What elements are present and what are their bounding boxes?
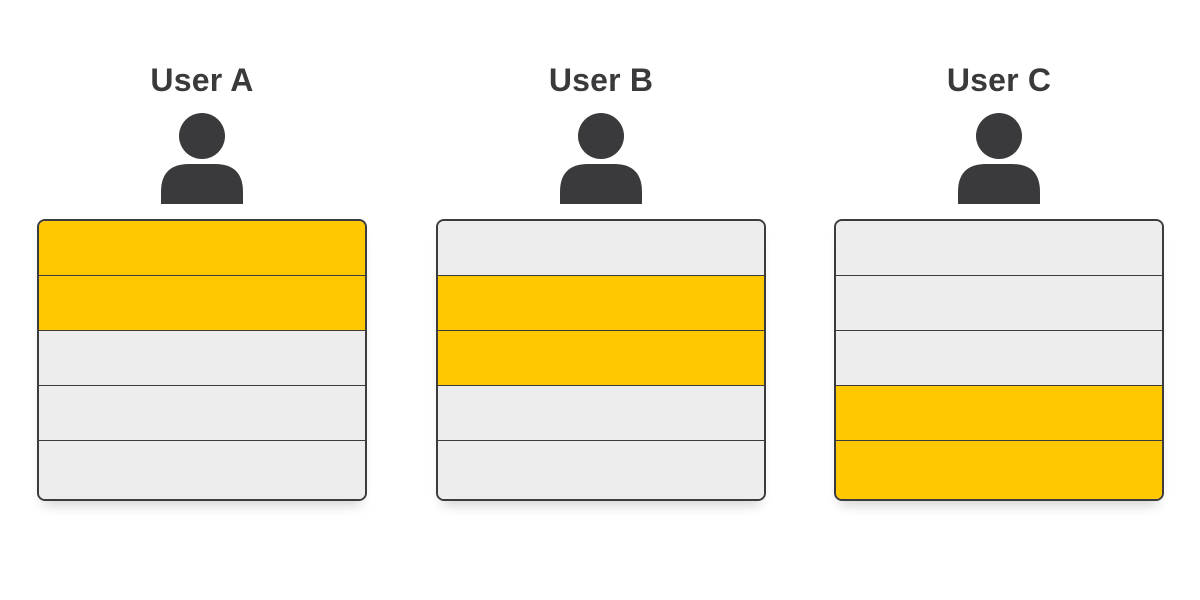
row-5: [39, 441, 365, 499]
row-3: [39, 331, 365, 386]
rows-panel: [834, 219, 1164, 501]
person-icon: [161, 113, 243, 204]
row-2: [438, 276, 764, 331]
row-2: [39, 276, 365, 331]
person-icon: [560, 113, 642, 204]
user-label: User A: [150, 62, 254, 98]
row-1: [438, 221, 764, 276]
user-column-c: User C: [834, 56, 1164, 516]
row-4: [39, 386, 365, 441]
row-4: [836, 386, 1162, 441]
row-2: [836, 276, 1162, 331]
row-1: [836, 221, 1162, 276]
row-5: [836, 441, 1162, 499]
row-5: [438, 441, 764, 499]
person-icon: [958, 113, 1040, 204]
user-column-b: User B: [436, 56, 766, 516]
row-3: [836, 331, 1162, 386]
rows-panel: [37, 219, 367, 501]
user-label: User C: [946, 62, 1052, 98]
row-3: [438, 331, 764, 386]
user-column-a: User A: [37, 56, 367, 516]
row-4: [438, 386, 764, 441]
row-1: [39, 221, 365, 276]
rows-panel: [436, 219, 766, 501]
user-label: User B: [548, 62, 654, 98]
